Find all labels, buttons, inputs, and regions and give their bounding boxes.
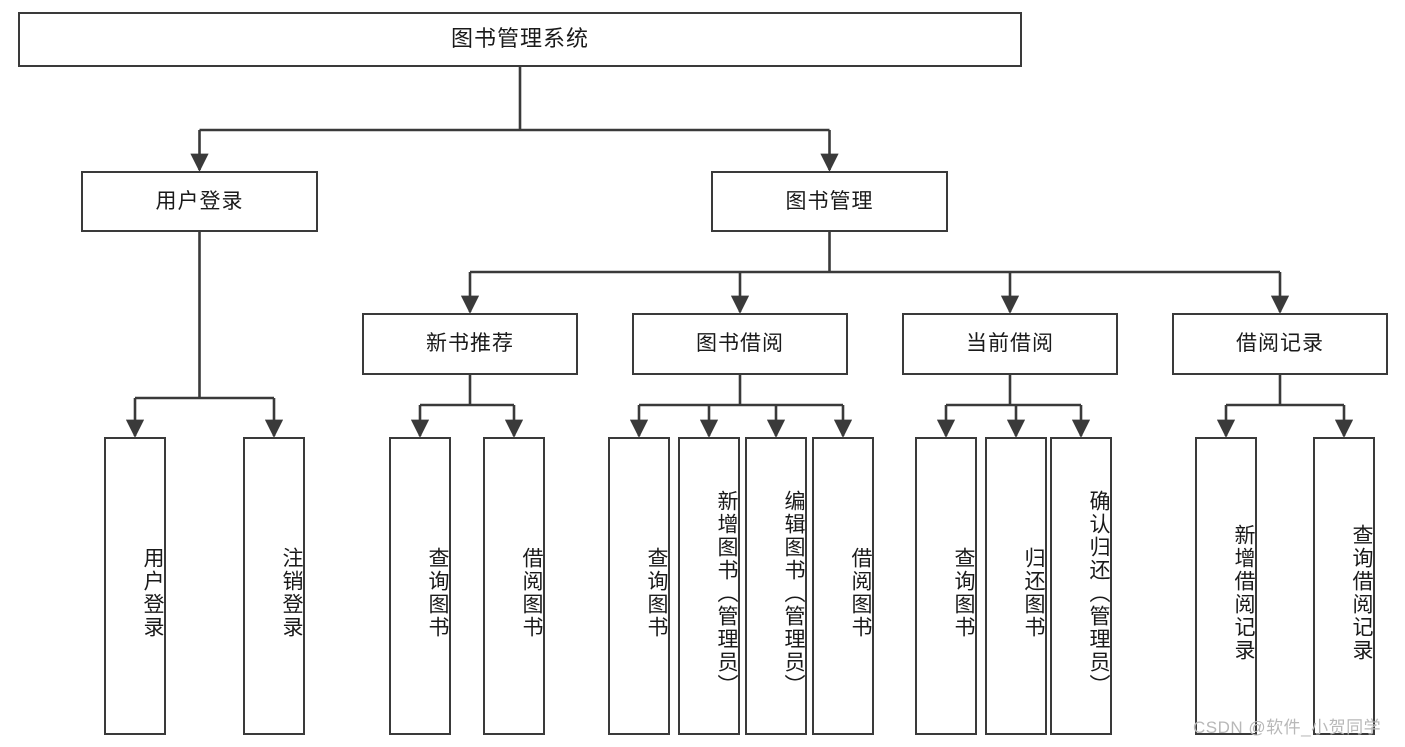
node-label: 借阅图书 bbox=[520, 547, 543, 639]
node-label: 查询图书 bbox=[426, 547, 449, 639]
node-label: 查询图书 bbox=[952, 547, 975, 639]
node-label: 当前借阅 bbox=[966, 332, 1054, 356]
node-book-manage: 图书管理 bbox=[711, 171, 948, 232]
node-leaf-query-book-1: 查询图书 bbox=[389, 437, 451, 735]
node-label: 新增图书（管理员） bbox=[715, 489, 738, 697]
node-label: 图书管理 bbox=[785, 189, 874, 213]
node-new-book-rec: 新书推荐 bbox=[362, 313, 578, 375]
node-label: 查询图书 bbox=[645, 547, 668, 639]
node-label: 新增借阅记录 bbox=[1232, 524, 1255, 662]
node-leaf-edit-book: 编辑图书（管理员） bbox=[745, 437, 807, 735]
node-label: 图书借阅 bbox=[696, 332, 784, 356]
node-label: 编辑图书（管理员） bbox=[782, 489, 805, 697]
node-leaf-borrow-book-1: 借阅图书 bbox=[483, 437, 545, 735]
node-label: 用户登录 bbox=[141, 547, 164, 639]
node-leaf-add-book: 新增图书（管理员） bbox=[678, 437, 740, 735]
node-current-borrow: 当前借阅 bbox=[902, 313, 1118, 375]
node-user-login: 用户登录 bbox=[81, 171, 318, 232]
node-label: 图书管理系统 bbox=[450, 26, 589, 52]
node-leaf-query-book-2: 查询图书 bbox=[608, 437, 670, 735]
node-label: 确认归还（管理员） bbox=[1087, 489, 1110, 697]
node-label: 查询借阅记录 bbox=[1350, 524, 1373, 662]
node-leaf-user-login: 用户登录 bbox=[104, 437, 166, 735]
node-label: 注销登录 bbox=[280, 547, 303, 639]
node-leaf-add-record: 新增借阅记录 bbox=[1195, 437, 1257, 735]
node-leaf-confirm-return: 确认归还（管理员） bbox=[1050, 437, 1112, 735]
node-label: 用户登录 bbox=[155, 189, 244, 213]
node-book-borrow: 图书借阅 bbox=[632, 313, 848, 375]
node-label: 归还图书 bbox=[1022, 547, 1045, 639]
node-borrow-record: 借阅记录 bbox=[1172, 313, 1388, 375]
node-label: 新书推荐 bbox=[426, 332, 514, 356]
node-leaf-query-book-3: 查询图书 bbox=[915, 437, 977, 735]
node-leaf-borrow-book-2: 借阅图书 bbox=[812, 437, 874, 735]
node-leaf-return-book: 归还图书 bbox=[985, 437, 1047, 735]
watermark-text: CSDN @软件_小贺同学 bbox=[1193, 718, 1382, 737]
node-label: 借阅图书 bbox=[849, 547, 872, 639]
node-leaf-query-record: 查询借阅记录 bbox=[1313, 437, 1375, 735]
node-root: 图书管理系统 bbox=[18, 12, 1022, 67]
node-leaf-logout: 注销登录 bbox=[243, 437, 305, 735]
node-label: 借阅记录 bbox=[1236, 332, 1324, 356]
